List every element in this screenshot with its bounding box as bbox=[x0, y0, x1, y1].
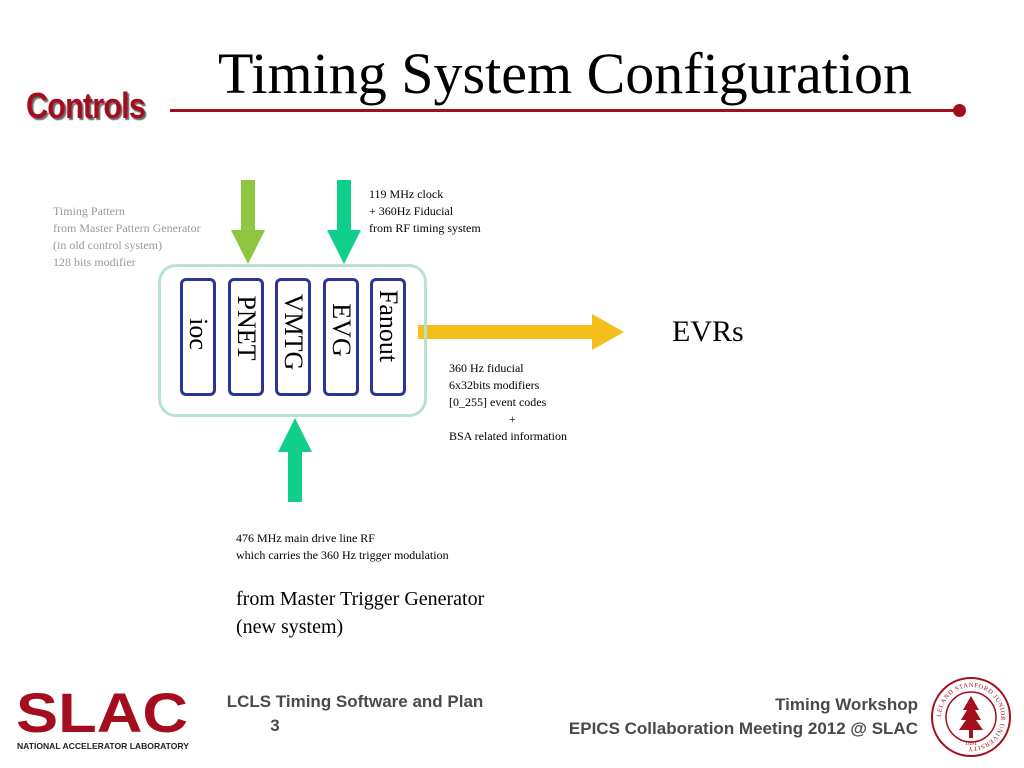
rf-input-arrow bbox=[278, 418, 312, 502]
tree-icon bbox=[959, 696, 983, 738]
module-label: VMTG bbox=[279, 293, 308, 371]
svg-text:NATIONAL ACCELERATOR LABORATOR: NATIONAL ACCELERATOR LABORATORY bbox=[17, 741, 189, 751]
clock-input-note: 119 MHz clock + 360Hz Fiducial from RF t… bbox=[369, 186, 481, 237]
title-divider bbox=[170, 109, 958, 112]
footer-title: LCLS Timing Software and Plan bbox=[226, 692, 484, 711]
module-label: PNET bbox=[232, 295, 261, 361]
timing-crate bbox=[158, 264, 427, 417]
module-label: ioc bbox=[184, 318, 213, 350]
slide-title: Timing System Configuration bbox=[218, 41, 912, 106]
evr-output-arrow bbox=[418, 314, 624, 350]
footer-event: Timing Workshop EPICS Collaboration Meet… bbox=[480, 693, 918, 741]
note-line: + 360Hz Fiducial bbox=[369, 204, 454, 218]
note-line: 6x32bits modifiers bbox=[449, 378, 540, 392]
footer-presentation: LCLS Timing Software and Plan 3 bbox=[200, 690, 510, 738]
note-line: BSA related information bbox=[449, 429, 567, 443]
module-label: Fanout bbox=[374, 289, 403, 363]
note-line: (in old control system) bbox=[53, 238, 162, 252]
module-pnet: PNET bbox=[228, 278, 264, 396]
module-vmtg: VMTG bbox=[275, 278, 311, 396]
note-line: [0_255] event codes bbox=[449, 395, 547, 409]
footer-event-line: EPICS Collaboration Meeting 2012 @ SLAC bbox=[568, 719, 918, 738]
output-note: 360 Hz fiducial 6x32bits modifiers [0_25… bbox=[449, 360, 567, 445]
stanford-seal: LELAND STANFORD JUNIOR UNIVERSITY 1891 bbox=[931, 677, 1011, 757]
note-line: which carries the 360 Hz trigger modulat… bbox=[236, 548, 449, 562]
svg-text:SLAC: SLAC bbox=[16, 686, 188, 744]
slac-logo: SLAC NATIONAL ACCELERATOR LABORATORY bbox=[16, 686, 189, 751]
note-line: + bbox=[509, 412, 516, 426]
svg-text:1891: 1891 bbox=[965, 741, 977, 747]
pattern-input-note: Timing Pattern from Master Pattern Gener… bbox=[53, 203, 201, 271]
note-line: from RF timing system bbox=[369, 221, 481, 235]
note-line: Timing Pattern bbox=[53, 204, 125, 218]
title-divider-dot bbox=[953, 104, 966, 117]
rf-input-note: 476 MHz main drive line RF which carries… bbox=[236, 530, 449, 564]
note-line: (new system) bbox=[236, 616, 344, 638]
module-label: EVG bbox=[327, 303, 356, 357]
module-evg: EVG bbox=[323, 278, 359, 396]
evrs-label: EVRs bbox=[672, 315, 744, 348]
note-line: from Master Trigger Generator bbox=[236, 588, 485, 610]
module-fanout: Fanout bbox=[370, 278, 406, 396]
note-line: 476 MHz main drive line RF bbox=[236, 531, 375, 545]
note-line: 119 MHz clock bbox=[369, 187, 444, 201]
source-note: from Master Trigger Generator (new syste… bbox=[236, 585, 484, 641]
pattern-input-arrow bbox=[231, 180, 265, 264]
footer-event-line: Timing Workshop bbox=[775, 695, 918, 714]
note-line: 360 Hz fiducial bbox=[449, 361, 524, 375]
module-ioc: ioc bbox=[180, 278, 216, 396]
controls-logo: Controls bbox=[26, 85, 146, 126]
note-line: from Master Pattern Generator bbox=[53, 221, 201, 235]
page-number: 3 bbox=[270, 716, 280, 735]
clock-input-arrow bbox=[327, 180, 361, 264]
note-line: 128 bits modifier bbox=[53, 255, 136, 269]
